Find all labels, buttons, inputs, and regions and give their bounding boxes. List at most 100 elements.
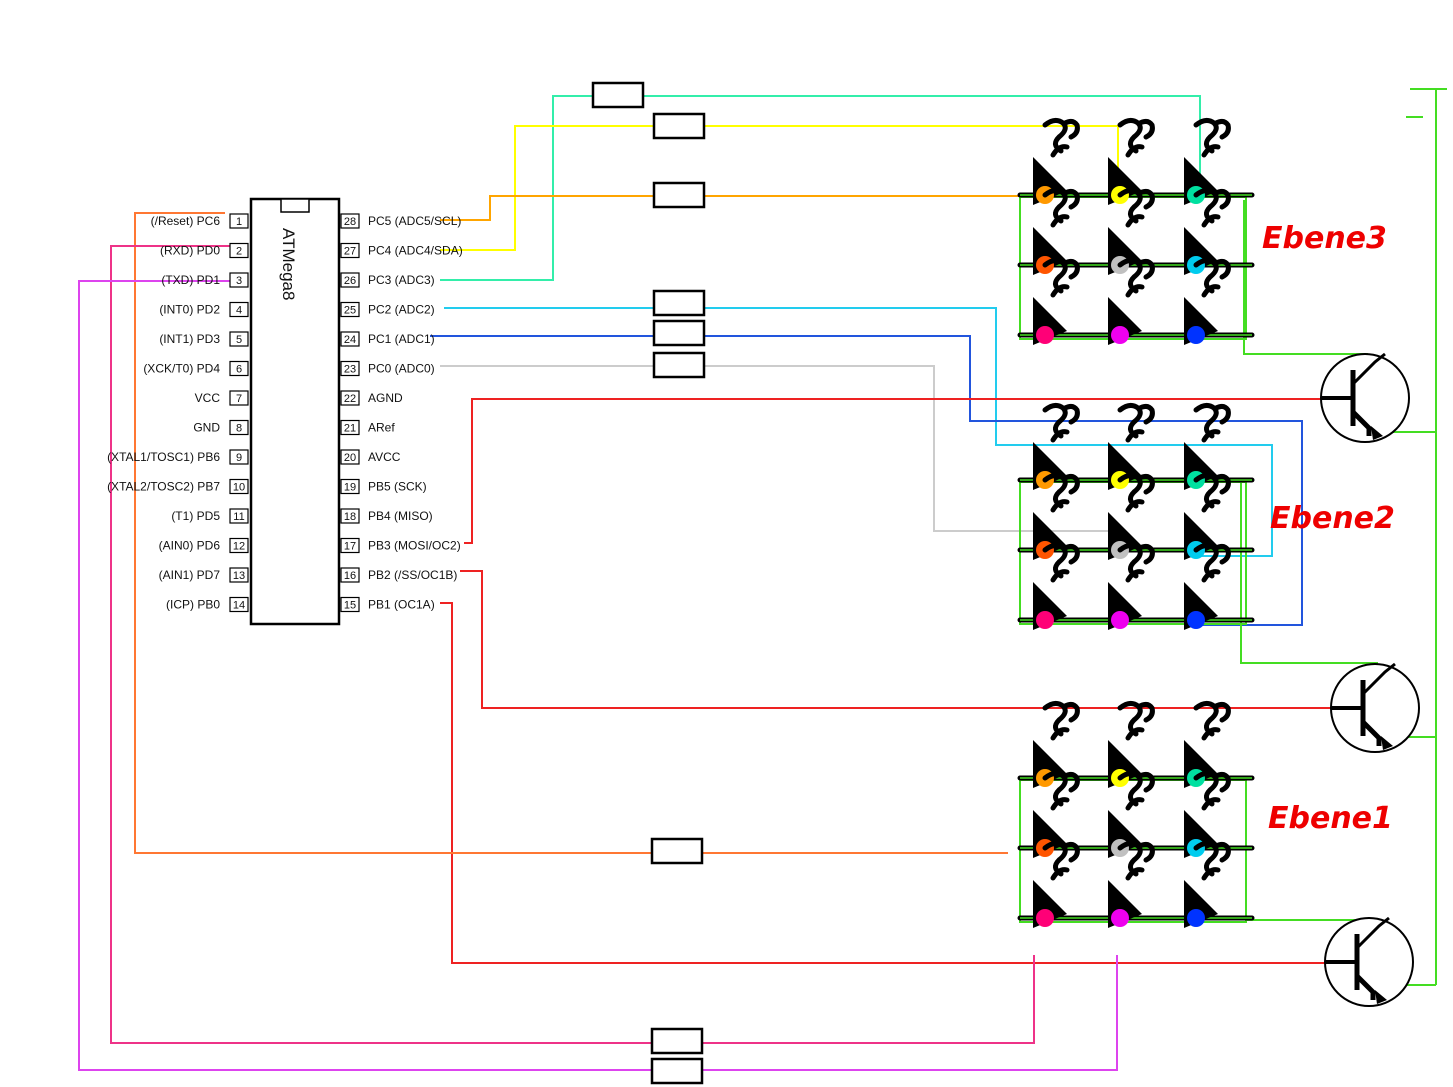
led-arrows [1117,840,1155,881]
pin-label: (/Reset) PC6 [151,214,221,228]
transistor-1 [1324,916,1414,1007]
led-arrows [1193,117,1231,158]
led-arrows [1117,770,1155,811]
pin-number: 27 [344,246,356,258]
pin-number: 23 [344,364,356,376]
pin-number: 16 [344,570,356,582]
transistor-collector [1355,916,1390,950]
wire-pc2 [444,307,1273,557]
resistor-pd0 [650,1027,704,1055]
transistor-collector [1361,662,1396,696]
pin-label: (T1) PD5 [171,509,220,523]
layer-label-ebene3: Ebene3 [1262,221,1387,256]
pin-number: 10 [233,482,245,494]
pin-number: 17 [344,541,356,553]
transistors [1320,352,1420,1007]
pin-box-20 [340,449,360,465]
led-node [1187,611,1205,629]
resistor-pc3 [591,81,645,109]
collector-3 [1243,200,1368,355]
pin-number: 14 [233,600,245,612]
led-node [1036,909,1054,927]
transistor-3 [1320,352,1410,443]
pin-box-25 [340,301,360,318]
chip-name: ATMega8 [279,228,298,300]
led-arrows [1042,472,1080,513]
chip-notch [280,198,310,213]
pin-number: 2 [236,246,242,258]
pin-number: 20 [344,452,356,464]
pin-box-23 [340,360,360,377]
pin-label: (XCK/T0) PD4 [143,362,220,376]
led-arrows [1117,402,1155,443]
pin-number: 12 [233,541,245,553]
pin-box-24 [340,331,360,347]
pin-number: 6 [236,364,242,376]
led-layer-2 [1017,402,1255,630]
pin-label: PB2 (/SS/OC1B) [368,568,457,582]
pin-label: PC2 (ADC2) [368,303,435,317]
led-node [1036,326,1054,344]
pin-number: 28 [344,216,356,228]
led-node [1111,326,1129,344]
pin-number: 11 [233,511,244,523]
pin-label: (XTAL1/TOSC1) PB6 [107,450,220,464]
led-arrows [1193,472,1231,513]
pin-label: (TXD) PD1 [161,273,220,287]
pin-label: PB4 (MISO) [368,509,433,523]
transistor-arrow [1371,426,1383,440]
pin-label: ARef [368,421,395,435]
wire-pc3 [440,95,1201,281]
pin-number: 1 [236,216,242,228]
wire-pb1 [440,602,1326,964]
pin-box-9 [229,449,249,465]
pin-label: VCC [195,391,221,405]
pin-number: 19 [344,482,356,494]
pin-box-11 [229,508,249,524]
pin-box-4 [229,301,249,318]
transistor-2 [1330,662,1420,753]
wire-pb2 [460,570,1332,709]
pin-number: 8 [236,423,242,435]
pin-label: PB1 (OC1A) [368,598,435,612]
pin-box-8 [229,419,249,436]
pin-box-15 [340,596,360,613]
pin-number: 15 [344,600,356,612]
pin-number: 13 [233,570,245,582]
pin-label: PC0 (ADC0) [368,362,435,376]
pin-box-22 [340,390,360,406]
pin-label: PB3 (MOSI/OC2) [368,539,461,553]
pin-box-6 [229,360,249,377]
led-arrows [1193,187,1231,228]
wire-pc5 [440,195,1043,221]
pin-label: (AIN0) PD6 [159,539,221,553]
led-arrows [1117,187,1155,228]
led-arrows [1193,700,1231,741]
led-node [1111,611,1129,629]
pin-label: (XTAL2/TOSC2) PB7 [107,480,220,494]
led-arrows [1042,257,1080,298]
pin-number: 5 [236,334,242,346]
led-arrows [1117,117,1155,158]
transistor-collector [1351,352,1386,386]
resistor-pc2 [652,289,706,317]
layer-label-ebene1: Ebene1 [1268,801,1393,836]
pin-label: (RXD) PD0 [160,244,220,258]
pin-box-7 [229,390,249,406]
chip-body [249,197,341,626]
led-arrows [1042,542,1080,583]
pin-box-12 [229,537,249,554]
led-layer-1 [1017,700,1255,928]
resistor-pd1 [650,1057,704,1085]
pin-label: (INT1) PD3 [159,332,220,346]
led-arrows [1117,472,1155,513]
pin-label: PC4 (ADC4/SDA) [368,244,463,258]
pin-box-3 [229,272,249,288]
led-arrows [1193,402,1231,443]
led-arrows [1042,770,1080,811]
pin-number: 24 [344,334,356,346]
pin-number: 4 [236,305,242,317]
pin-label: PC3 (ADC3) [368,273,435,287]
